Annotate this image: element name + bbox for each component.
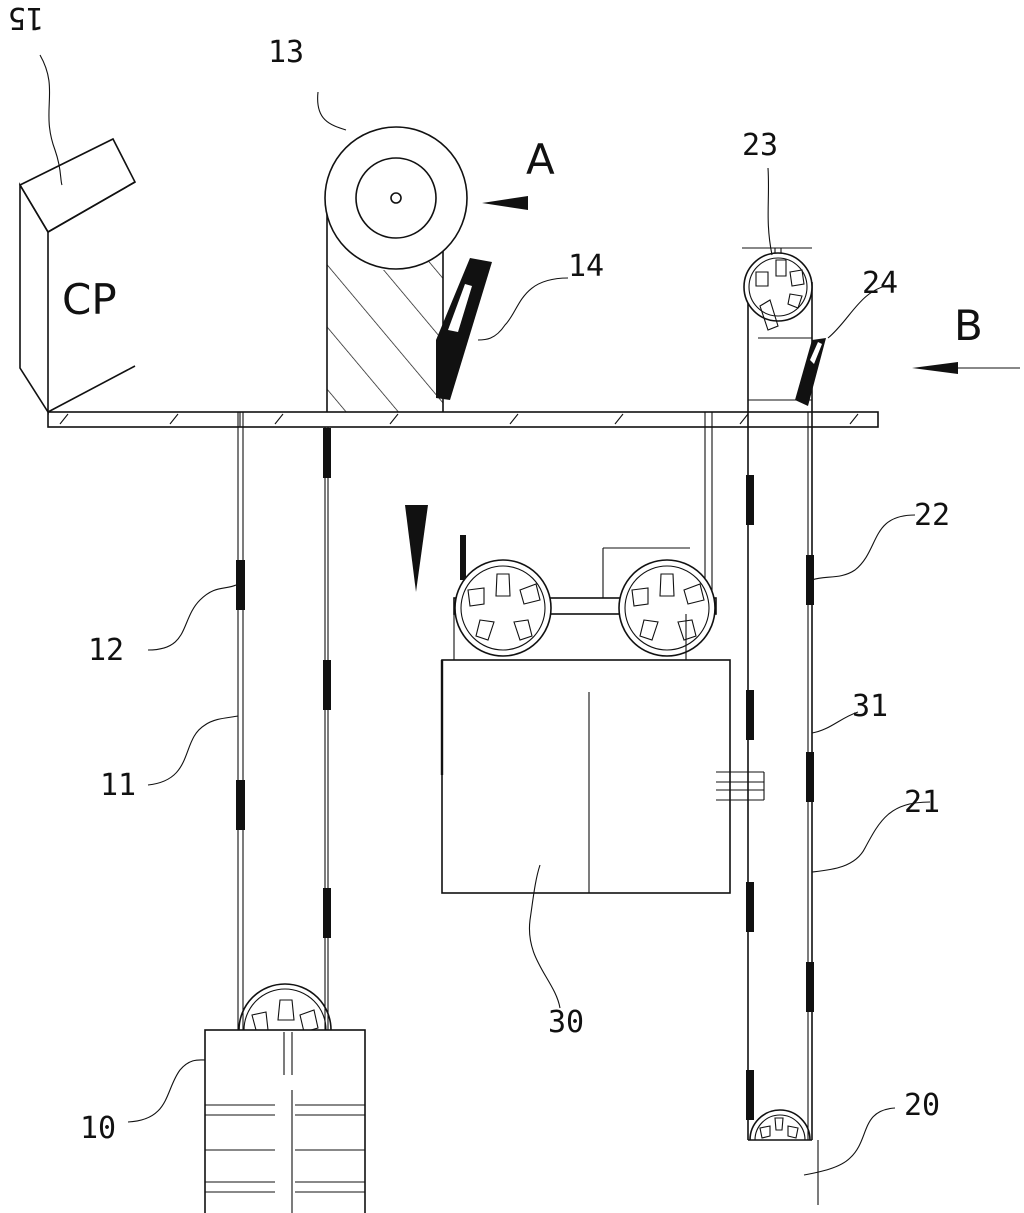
traction-sheave [324, 126, 468, 270]
label-15: 15 [8, 0, 44, 35]
label-21: 21 [904, 785, 940, 820]
label-24: 24 [862, 266, 898, 301]
label-11: 11 [100, 768, 136, 803]
cp-text: CP [62, 275, 117, 324]
rope-markers-right [746, 475, 814, 1120]
label-view-a: A [526, 135, 555, 184]
direction-arrow-down [405, 505, 428, 592]
label-20: 20 [904, 1088, 940, 1123]
rope-markers-left [236, 428, 331, 938]
label-31: 31 [852, 689, 888, 724]
view-arrow-b [912, 362, 1020, 374]
label-view-b: B [954, 301, 983, 350]
label-23: 23 [742, 128, 778, 163]
label-12: 12 [88, 633, 124, 668]
rope-gripper-right [795, 338, 826, 406]
elevator-car [440, 614, 731, 894]
car-suspension [453, 412, 717, 615]
car-guide-clamp [716, 771, 765, 801]
callout-labels: 15 13 A 14 23 24 B 22 12 31 11 21 30 20 … [8, 0, 983, 1146]
main-rope-left [237, 412, 329, 1030]
control-panel: CP [18, 137, 137, 415]
label-13: 13 [268, 35, 304, 70]
label-22: 22 [914, 498, 950, 533]
tension-weight [204, 1029, 366, 1213]
car-pulley-left [454, 559, 552, 657]
floor-slab [47, 411, 879, 428]
view-arrow-a [482, 196, 528, 210]
label-14: 14 [568, 249, 604, 284]
traction-machine [324, 126, 468, 412]
car-pulley-right [618, 559, 716, 657]
leader-lines [39, 54, 931, 1176]
label-30: 30 [548, 1005, 584, 1040]
top-pulley-right [743, 252, 813, 331]
label-10: 10 [80, 1111, 116, 1146]
rope-gripper-left [436, 258, 492, 400]
